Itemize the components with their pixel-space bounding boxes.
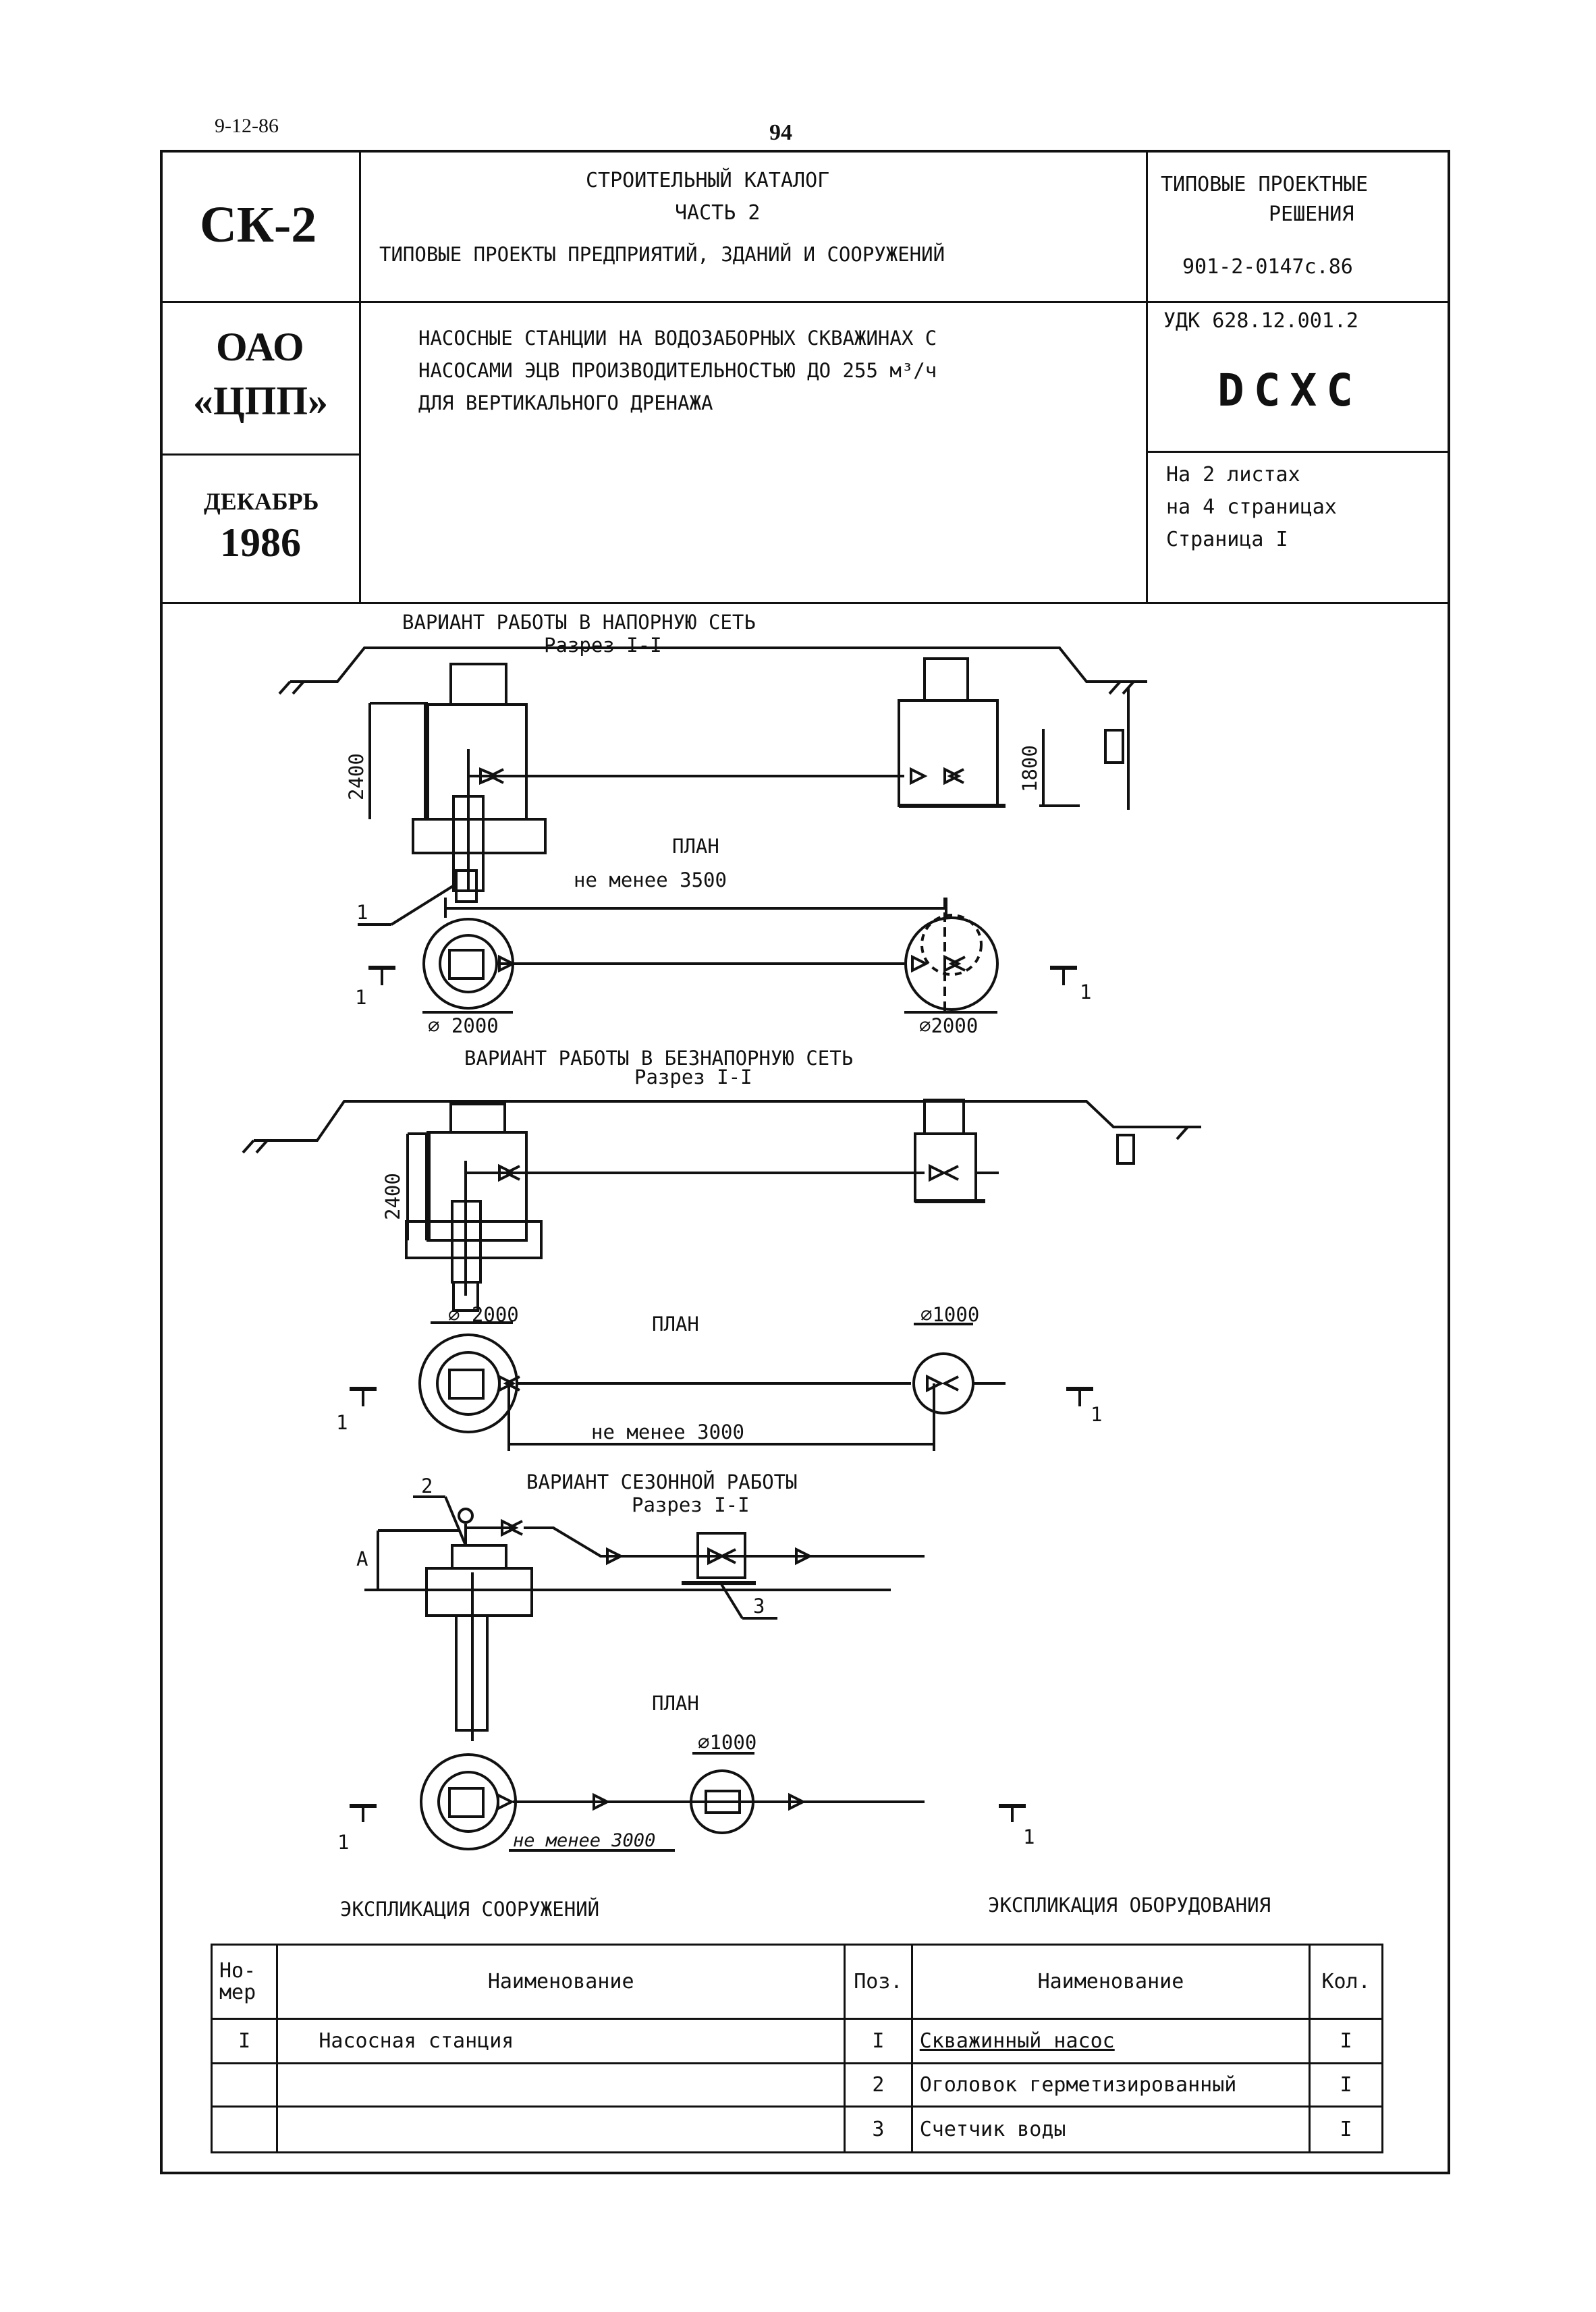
- table-row: 2 Оголовок герметизированный I: [210, 2062, 1383, 2108]
- empty-cell: [210, 2105, 279, 2153]
- header-divider-2: [1146, 150, 1148, 603]
- org-name-line2: «ЦПП»: [193, 379, 329, 423]
- header-qty: Кол.: [1309, 1944, 1383, 2020]
- section-2-dim-height-left: 2400: [381, 1173, 404, 1220]
- equipment-explication-title: ЭКСПЛИКАЦИЯ ОБОРУДОВАНИЯ: [988, 1894, 1271, 1917]
- section-3-cut-mark-left: 1: [337, 1831, 349, 1854]
- document-title-line2: НАСОСАМИ ЭЦВ ПРОИЗВОДИТЕЛЬНОСТЬЮ ДО 255 …: [418, 359, 937, 382]
- empty-cell: [276, 2062, 846, 2108]
- section-1-subtitle: Разрез I-I: [544, 634, 662, 657]
- catalog-code: СК-2: [200, 196, 317, 253]
- section-1-dim-height-right: 1800: [1018, 745, 1041, 792]
- section-3-cut-mark-right: 1: [1023, 1825, 1035, 1848]
- section-1-distance: не менее 3500: [574, 869, 727, 891]
- pages-count: на 4 страницах: [1166, 495, 1337, 519]
- table-header-row: Но- мер Наименование Поз. Наименование К…: [210, 1944, 1383, 2020]
- issue-year: 1986: [220, 520, 301, 565]
- header-row-line-2a: [160, 453, 359, 456]
- stamp-code: DCXC: [1217, 364, 1363, 416]
- header-eq-name: Наименование: [910, 1944, 1311, 2020]
- catalog-part: ЧАСТЬ 2: [675, 201, 761, 225]
- section-1-plan-label: ПЛАН: [672, 835, 719, 858]
- section-2-plan-label: ПЛАН: [652, 1313, 699, 1336]
- header-pos: Поз.: [844, 1944, 913, 2020]
- equipment-qty: I: [1309, 2018, 1383, 2064]
- table-row: 3 Счетчик воды I: [210, 2105, 1383, 2153]
- section-3-callout-2: 2: [421, 1475, 433, 1497]
- section-3-subtitle: Разрез I-I: [632, 1493, 750, 1516]
- section-1-title: ВАРИАНТ РАБОТЫ В НАПОРНУЮ СЕТЬ: [402, 611, 756, 634]
- section-1-cut: [278, 646, 1147, 892]
- section-2-cut-mark-left: 1: [336, 1411, 348, 1434]
- section-3-dim-a: А: [356, 1547, 368, 1570]
- equipment-pos: 2: [844, 2062, 913, 2108]
- section-1-diameter-right: ⌀2000: [919, 1014, 978, 1037]
- solutions-label-2: РЕШЕНИЯ: [1269, 202, 1354, 226]
- equipment-pos: 3: [844, 2105, 913, 2153]
- equipment-pos: I: [844, 2018, 913, 2064]
- page-number: 94: [769, 120, 792, 145]
- project-code: 901-2-0147с.86: [1182, 255, 1353, 279]
- header-divider-1: [359, 150, 361, 603]
- section-1-cut-mark-left: 1: [355, 986, 366, 1009]
- section-3-diameter: ⌀1000: [698, 1731, 756, 1754]
- explication-table: Но- мер Наименование Поз. Наименование К…: [210, 1944, 1383, 2153]
- section-2-cut-mark-right: 1: [1091, 1403, 1102, 1426]
- section-2-distance: не менее 3000: [591, 1421, 744, 1443]
- section-1-callout-1: 1: [356, 901, 368, 924]
- outer-frame: [160, 150, 1450, 2174]
- structures-explication-title: ЭКСПЛИКАЦИЯ СООРУЖЕНИЙ: [340, 1898, 600, 1921]
- section-2-cut: [242, 1099, 1201, 1312]
- header-bottom-line: [160, 602, 1450, 604]
- header-num: Но- мер: [210, 1944, 279, 2020]
- sheets-count: На 2 листах: [1166, 463, 1300, 487]
- structure-num: I: [210, 2018, 279, 2064]
- equipment-qty: I: [1309, 2105, 1383, 2153]
- section-3-cut: [364, 1495, 925, 1741]
- section-1-plan: [358, 869, 1077, 1014]
- header-row-line-2b: [1146, 451, 1450, 453]
- section-3-title: ВАРИАНТ СЕЗОННОЙ РАБОТЫ: [526, 1470, 798, 1493]
- udk-code: УДК 628.12.001.2: [1163, 309, 1358, 333]
- section-1-dim-height-left: 2400: [345, 753, 368, 800]
- section-2-plan: [350, 1321, 1093, 1451]
- catalog-section: ТИПОВЫЕ ПРОЕКТЫ ПРЕДПРИЯТИЙ, ЗДАНИЙ И СО…: [379, 243, 945, 266]
- section-1-cut-mark-right: 1: [1080, 981, 1091, 1003]
- section-2-diameter-right: ⌀1000: [920, 1303, 979, 1326]
- document-title-line1: НАСОСНЫЕ СТАНЦИИ НА ВОДОЗАБОРНЫХ СКВАЖИН…: [418, 327, 937, 350]
- table-row: I Насосная станция I Скважинный насос I: [210, 2018, 1383, 2064]
- document-title-line3: ДЛЯ ВЕРТИКАЛЬНОГО ДРЕНАЖА: [418, 391, 713, 414]
- header-name: Наименование: [276, 1944, 846, 2020]
- section-2-subtitle: Разрез I-I: [634, 1066, 752, 1089]
- structure-name: Насосная станция: [276, 2018, 846, 2064]
- section-3-callout-3: 3: [753, 1595, 765, 1618]
- equipment-name: Счетчик воды: [910, 2105, 1311, 2153]
- sheet-date: 9-12-86: [215, 115, 279, 137]
- equipment-name: Скважинный насос: [910, 2018, 1311, 2064]
- solutions-label-1: ТИПОВЫЕ ПРОЕКТНЫЕ: [1161, 173, 1369, 196]
- section-3-distance: не менее 3000: [513, 1830, 655, 1851]
- section-1-diameter-left: ⌀ 2000: [428, 1014, 499, 1037]
- page-indicator: Страница I: [1166, 528, 1288, 551]
- section-3-plan: [350, 1752, 1026, 1852]
- empty-cell: [276, 2105, 846, 2153]
- catalog-title: СТРОИТЕЛЬНЫЙ КАТАЛОГ: [586, 169, 830, 192]
- empty-cell: [210, 2062, 279, 2108]
- issue-month: ДЕКАБРЬ: [204, 488, 319, 515]
- equipment-qty: I: [1309, 2062, 1383, 2108]
- equipment-name: Оголовок герметизированный: [910, 2062, 1311, 2108]
- header-row-line-1: [160, 301, 1450, 303]
- section-2-diameter-left: ⌀ 2000: [448, 1303, 519, 1326]
- org-name-line1: ОАО: [216, 325, 304, 369]
- section-2-title: ВАРИАНТ РАБОТЫ В БЕЗНАПОРНУЮ СЕТЬ: [464, 1047, 853, 1070]
- section-3-plan-label: ПЛАН: [652, 1692, 699, 1715]
